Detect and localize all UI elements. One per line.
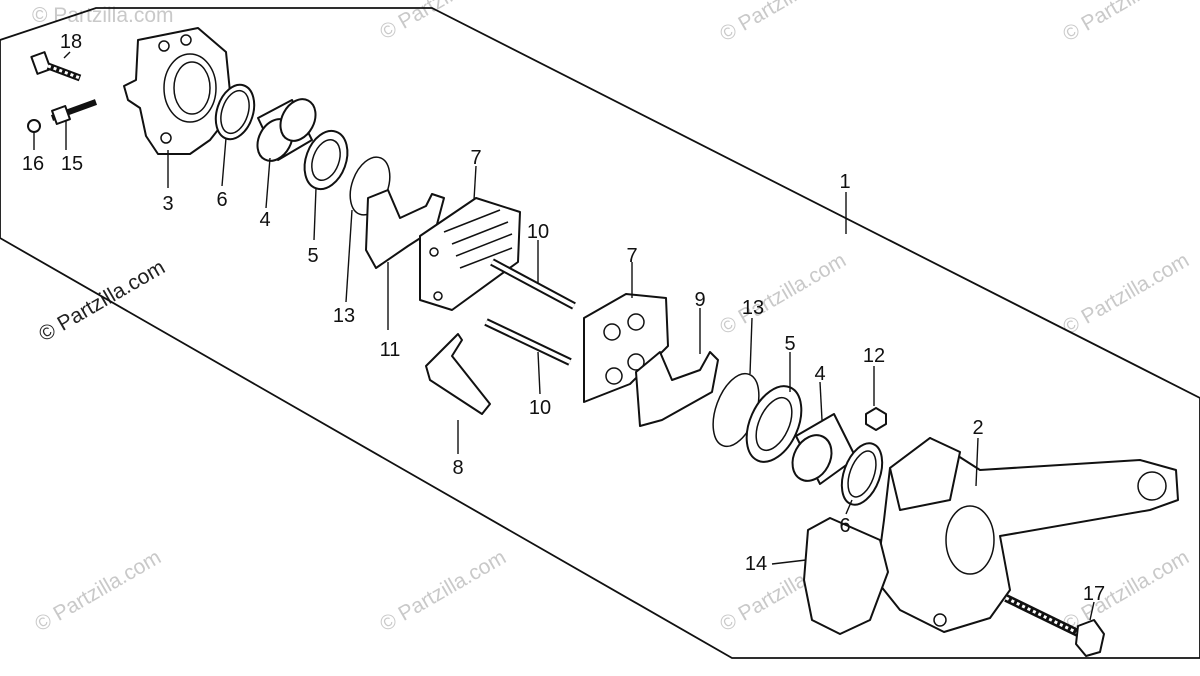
watermark: © Partzilla.com xyxy=(1059,249,1193,340)
callout-label: 12 xyxy=(863,345,885,367)
callout-label: 11 xyxy=(380,339,401,361)
watermark: © Partzilla.com xyxy=(716,249,850,340)
caliper-body-part xyxy=(123,27,233,155)
pad-retainer-part xyxy=(803,517,889,635)
pad-pin-part xyxy=(484,318,572,366)
shim-plate-part xyxy=(635,351,719,427)
callout-label: 13 xyxy=(742,297,764,319)
watermark: © Partzilla.com xyxy=(31,546,165,637)
callout-label: 15 xyxy=(61,153,83,175)
callout-label: 4 xyxy=(259,209,270,231)
bleeder-valve-part xyxy=(50,99,98,125)
callout-label: 4 xyxy=(814,363,825,385)
piston-part xyxy=(256,98,317,162)
brake-pad-part xyxy=(419,197,521,311)
callout-label: 7 xyxy=(626,245,637,267)
pad-pin-part xyxy=(490,258,576,310)
callout-labels: 18 15 16 3 6 4 5 13 11 7 10 10 8 7 9 13 … xyxy=(22,31,1105,605)
callout-label: 18 xyxy=(60,31,82,53)
callout-label: 6 xyxy=(839,515,850,537)
callout-label: 2 xyxy=(972,417,983,439)
callout-label: 14 xyxy=(745,553,767,575)
shim-plate-part xyxy=(365,189,445,269)
watermark: © Partzilla.com xyxy=(1059,546,1193,637)
bolt-part xyxy=(30,51,82,82)
callout-label: 9 xyxy=(694,289,705,311)
callout-label: 16 xyxy=(22,153,44,175)
callout-label: 1 xyxy=(839,171,850,193)
leader-lines xyxy=(33,51,1095,621)
brake-pad-part xyxy=(583,293,669,403)
callout-label: 6 xyxy=(216,189,227,211)
callout-label: 8 xyxy=(452,457,463,479)
callout-label: 3 xyxy=(162,193,173,215)
callout-label: 5 xyxy=(307,245,318,267)
watermark: © Partzilla.com xyxy=(1059,0,1193,46)
callout-label: 5 xyxy=(784,333,795,355)
callout-label: 17 xyxy=(1083,583,1105,605)
watermark: © Partzilla.com xyxy=(716,0,850,46)
callout-label: 10 xyxy=(527,221,549,243)
callout-label: 7 xyxy=(470,147,481,169)
piston-part xyxy=(791,413,857,485)
bolt-part xyxy=(1004,594,1105,657)
seal-ring-part xyxy=(840,442,884,506)
bleeder-cap-part xyxy=(27,119,41,133)
watermark: © Partzilla.com xyxy=(32,4,174,27)
nut-part xyxy=(865,407,887,431)
pad-spring-part xyxy=(425,333,491,415)
callout-label: 10 xyxy=(529,397,551,419)
assembly-outline xyxy=(0,7,1200,659)
callout-label: 13 xyxy=(333,305,355,327)
caliper-bracket-part xyxy=(875,437,1179,633)
watermark: © Partzilla.com xyxy=(376,546,510,637)
